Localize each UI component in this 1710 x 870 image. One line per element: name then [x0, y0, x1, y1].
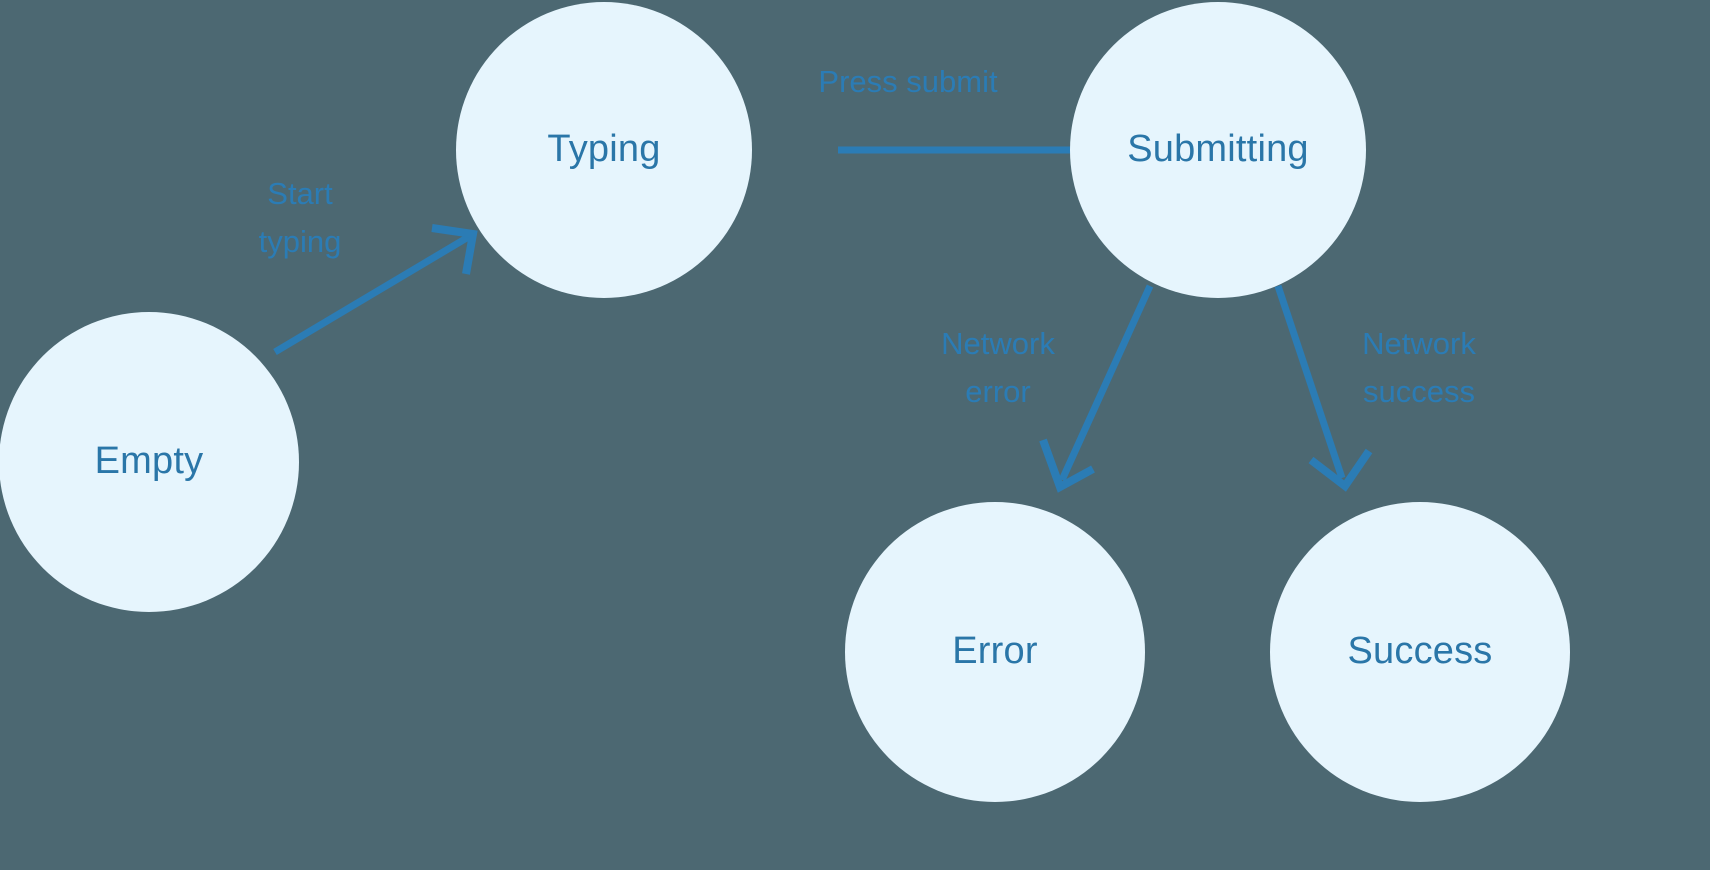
state-node-submitting[interactable]: Submitting: [1070, 2, 1366, 298]
state-node-error-label: Error: [952, 630, 1038, 673]
state-node-typing[interactable]: Typing: [456, 2, 752, 298]
edge-label-network-error: Network error: [941, 326, 1055, 410]
state-node-empty[interactable]: Empty: [0, 312, 299, 612]
edge-submitting-to-error: [1039, 284, 1154, 493]
edge-label-network-success: Network success: [1362, 326, 1476, 410]
edge-label-start-typing: Start typing: [258, 176, 342, 260]
edge-empty-to-typing: [273, 224, 478, 356]
state-node-submitting-label: Submitting: [1127, 128, 1309, 171]
state-node-typing-label: Typing: [547, 128, 661, 171]
state-node-success-label: Success: [1347, 630, 1493, 673]
edge-submitting-to-success: [1274, 284, 1373, 492]
edge-label-press-submit: Press submit: [818, 64, 998, 99]
state-node-success[interactable]: Success: [1270, 502, 1570, 802]
state-node-error[interactable]: Error: [845, 502, 1145, 802]
state-node-empty-label: Empty: [94, 440, 204, 483]
